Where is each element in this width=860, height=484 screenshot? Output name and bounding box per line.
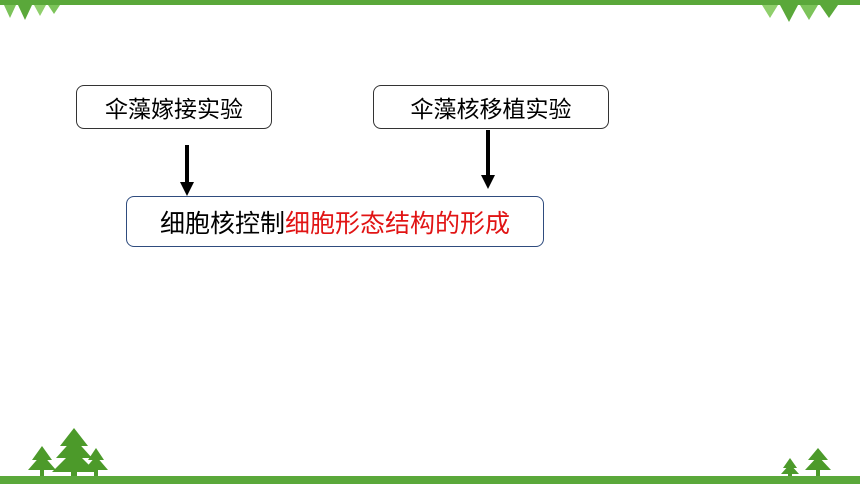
triangle-garland-right-icon	[762, 5, 838, 22]
top-frame-bar	[0, 0, 860, 5]
triangle-garland-left-icon	[4, 5, 60, 20]
pine-tree-group-right-icon	[781, 448, 831, 478]
bottom-frame-bar	[0, 476, 860, 484]
graft-experiment-box: 伞藻嫁接实验	[76, 85, 272, 129]
pine-tree-group-left-icon	[28, 428, 108, 478]
nuclear-transplant-label: 伞藻核移植实验	[410, 97, 572, 123]
conclusion-prefix: 细胞核控制	[159, 208, 285, 238]
conclusion-box: 细胞核控制细胞形态结构的形成	[126, 196, 544, 247]
arrow-left	[180, 145, 194, 196]
graft-experiment-label: 伞藻嫁接实验	[105, 97, 243, 123]
nuclear-transplant-box: 伞藻核移植实验	[373, 85, 609, 129]
arrow-right	[481, 130, 495, 189]
conclusion-highlight: 细胞形态结构的形成	[285, 208, 511, 238]
